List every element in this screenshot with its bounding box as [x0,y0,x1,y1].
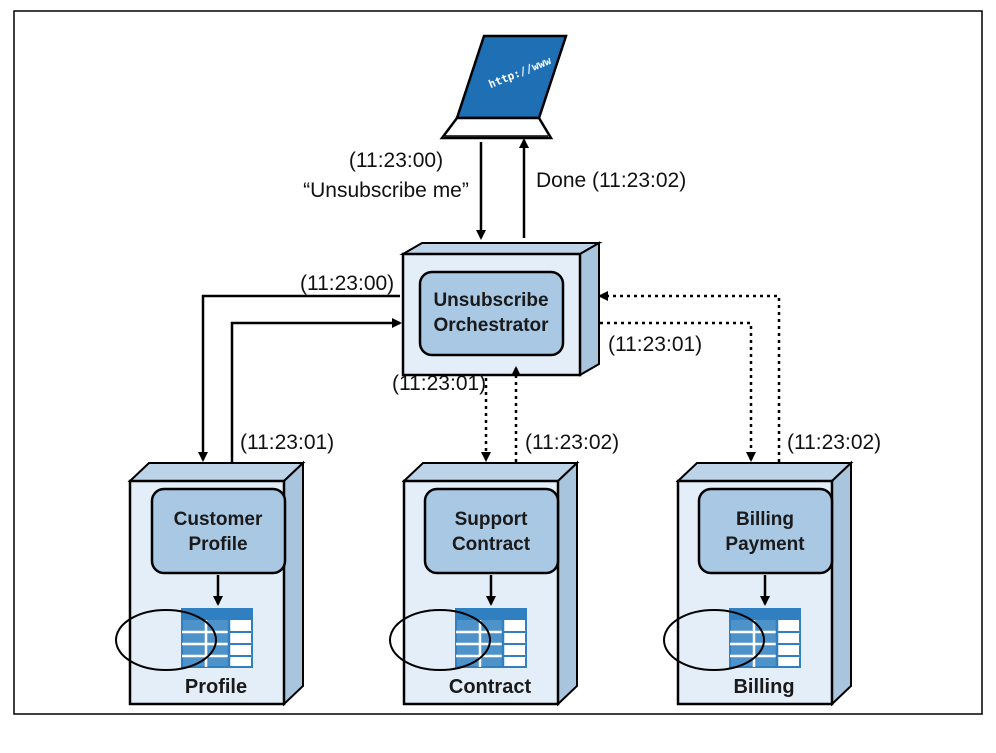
contract-back-time: (11:23:02) [525,431,619,454]
profile-table-icon [181,608,253,668]
profile-out-time: (11:23:00) [300,272,394,295]
figure-frame [13,10,983,715]
billing-response-arrow [598,291,781,462]
billing-out-time: (11:23:01) [608,333,702,356]
request-message-label: “Unsubscribe me” [303,179,469,202]
billing-back-time: (11:23:02) [787,431,881,454]
customer-profile-inner-box [150,487,287,575]
billing-payment-label-line2: Payment [725,534,805,555]
profile-request-arrow [198,294,400,462]
contract-ellipse-callout [389,609,491,671]
billing-db-label: Billing [733,676,794,698]
customer-profile-label-line1: Customer [174,509,263,530]
orchestrator-label-line2: Orchestrator [433,315,549,336]
customer-profile-label-line2: Profile [188,534,247,555]
billing-payment-node: Billing Payment Billing [663,460,854,707]
support-contract-inner-box [423,487,560,575]
billing-request-arrow [600,321,756,462]
response-label: Done (11:23:02) [536,169,686,192]
billing-payment-label-line1: Billing [736,509,794,530]
support-contract-node: Support Contract Contract [389,460,580,707]
support-contract-label-line2: Contract [452,534,531,555]
billing-table-icon [729,608,801,668]
profile-ellipse-callout [115,609,217,671]
billing-ellipse-callout [663,609,765,671]
orchestrator-inner-box [418,270,565,357]
contract-db-label: Contract [449,676,532,698]
customer-profile-node: Customer Profile Profile [115,460,306,707]
contract-out-time: (11:23:01) [392,372,486,395]
contract-table-icon [455,608,527,668]
profile-db-label: Profile [185,676,247,698]
request-time-label: (11:23:00) [349,149,443,172]
profile-back-time: (11:23:01) [240,431,334,454]
orchestrator-label-line1: Unsubscribe [433,290,548,311]
support-contract-label-line1: Support [455,509,528,530]
profile-response-arrow [230,318,402,462]
laptop-icon: http://www [439,34,568,140]
billing-payment-inner-box [697,487,834,575]
orchestrator-node: Unsubscribe Orchestrator [399,241,603,377]
